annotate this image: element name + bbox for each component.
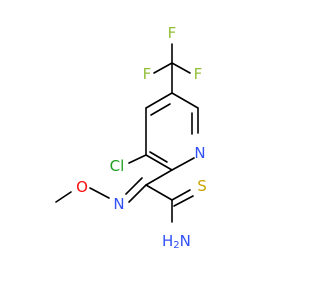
bonds: [55, 43, 199, 223]
bond-calpha-cthio: [145, 184, 173, 201]
bond-calpha-n-imine-inner: [125, 177, 143, 195]
bond-cthio-s-outer: [171, 189, 191, 201]
bond-ring-c2-c3-inner: [149, 151, 168, 163]
atom-labels: F F F N Cl O N S H2N: [76, 24, 207, 251]
atom-label-f-top: F: [168, 24, 177, 42]
bond-n-o: [89, 187, 110, 199]
bond-ring-c5-c6: [171, 92, 199, 109]
bond-ring-c4-c5: [145, 92, 173, 109]
bond-cthio-s-inner: [173, 195, 194, 207]
molecule-structure-diagram: F F F N Cl O N S H2N: [55, 24, 207, 251]
atom-label-n-ring: N: [194, 144, 205, 162]
bond-calpha-n-imine: [128, 184, 147, 203]
bond-c2-calpha: [145, 169, 173, 186]
atom-label-f-left: F: [143, 65, 152, 83]
atom-label-o: O: [76, 178, 88, 196]
bond-c-f-right: [171, 62, 191, 74]
nh2-subscript: 2: [173, 240, 179, 251]
atom-label-n-imine: N: [113, 195, 124, 213]
bond-c3-cl: [128, 154, 147, 164]
atom-label-f-right: F: [194, 65, 203, 83]
bond-ring-c2-c3: [145, 154, 173, 171]
bond-o-methyl: [55, 191, 72, 203]
bond-c-f-left: [153, 62, 173, 74]
atom-label-s: S: [197, 177, 207, 195]
bond-ring-n-c2: [171, 157, 195, 171]
nh2-h-part: H: [162, 232, 173, 250]
atom-label-cl: Cl: [110, 157, 125, 175]
nh2-n-part: N: [180, 232, 191, 250]
bond-ring-c4-c5-inner: [150, 103, 171, 116]
atom-label-nh2: H2N: [162, 232, 191, 251]
